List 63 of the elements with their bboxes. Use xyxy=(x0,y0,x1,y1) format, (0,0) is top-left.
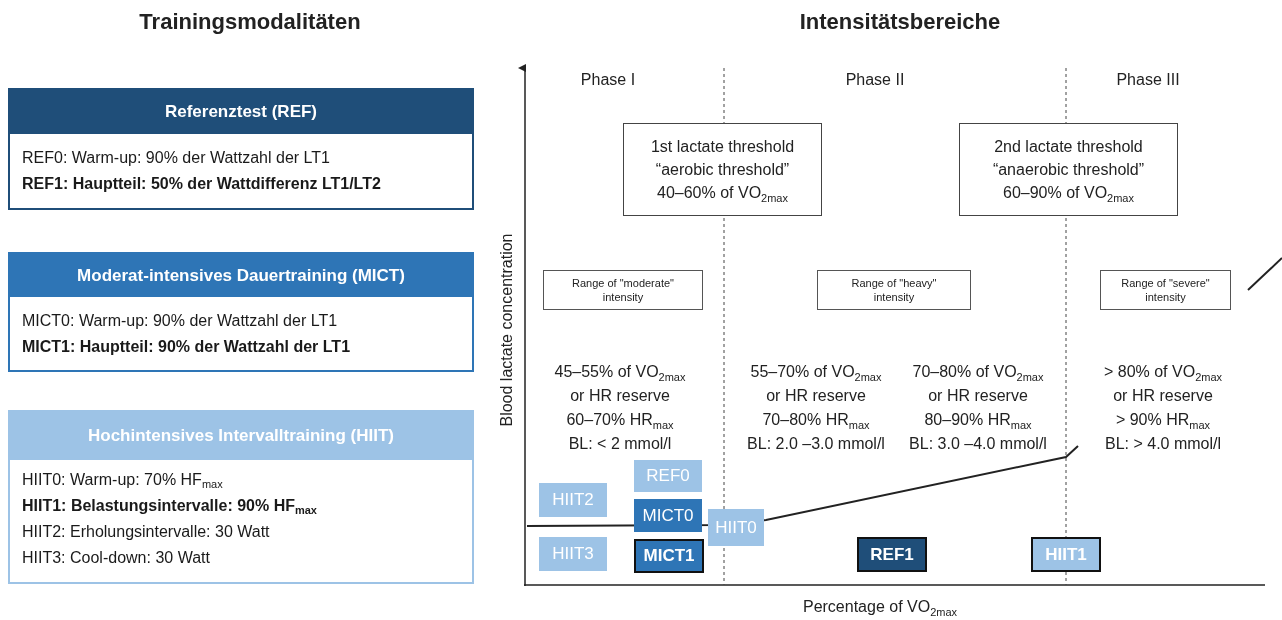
training-block xyxy=(539,483,607,517)
training-phase-text: MICT1: Hauptteil: 90% der Wattzahl der LT1 xyxy=(22,337,352,357)
training-phase-text: MICT0: Warm-up: 90% der Wattzahl der LT1 xyxy=(22,311,339,331)
range-text: Range of "severe" intensity xyxy=(1120,276,1211,304)
intensity-range-box xyxy=(817,270,971,310)
intensity-text: 55–70% of VO$_{2max}$ xyxy=(750,362,882,382)
card-heading: Moderat-intensives Dauertraining (MICT) xyxy=(77,265,405,286)
threshold-box xyxy=(959,123,1178,216)
block-label: REF1 xyxy=(870,544,914,565)
threshold-text: 1st lactate threshold “aerobic threshold” 40–60% of VO$_{2max}$ xyxy=(649,137,796,204)
training-block xyxy=(857,537,927,572)
block-label: HIIT1 xyxy=(1045,544,1087,565)
training-phase-text: HIIT3: Cool-down: 30 Watt xyxy=(22,548,211,568)
phase-label: Phase III xyxy=(1116,70,1180,90)
intensity-text: 80–90% HR$_{max}$ xyxy=(924,410,1032,430)
training-block xyxy=(634,460,702,492)
intensity-text: 60–70% HR$_{max}$ xyxy=(566,410,674,430)
axis-label: Percentage of VO$_{2max}$ xyxy=(802,597,958,617)
range-text: Range of "heavy" intensity xyxy=(850,276,938,304)
block-label: HIIT0 xyxy=(715,517,757,538)
intensity-text: BL: > 4.0 mmol/l xyxy=(1105,434,1221,454)
intensity-text: > 90% HR$_{max}$ xyxy=(1115,410,1211,430)
section-heading: Intensitätsbereiche xyxy=(799,12,1001,32)
section-heading: Trainingsmodalitäten xyxy=(139,12,361,32)
training-phase-text: REF1: Hauptteil: 50% der Wattdifferenz LT1/LT2 xyxy=(22,174,382,194)
training-card xyxy=(8,252,474,372)
block-label: REF0 xyxy=(646,466,690,486)
training-phase-text: HIIT0: Warm-up: 70% HF$_{max}$ xyxy=(22,470,224,490)
block-label: MICT1 xyxy=(643,546,695,566)
range-text: Range of "moderate" intensity xyxy=(571,276,675,304)
intensity-range-box xyxy=(543,270,703,310)
phase-label: Phase II xyxy=(845,70,905,90)
training-card xyxy=(8,410,474,584)
training-card xyxy=(8,88,474,210)
intensity-text: or HR reserve xyxy=(928,386,1028,406)
intensity-text: or HR reserve xyxy=(1113,386,1213,406)
intensity-text: BL: 3.0 –4.0 mmol/l xyxy=(909,434,1047,454)
training-block xyxy=(634,499,702,532)
intensity-text: 70–80% HR$_{max}$ xyxy=(762,410,870,430)
intensity-text: BL: < 2 mmol/l xyxy=(568,434,672,454)
axis-label: Blood lactate concentration xyxy=(497,233,516,427)
training-block xyxy=(634,539,704,573)
intensity-text: 45–55% of VO$_{2max}$ xyxy=(554,362,686,382)
block-label: HIIT3 xyxy=(552,544,594,564)
card-heading: Referenztest (REF) xyxy=(164,102,318,122)
training-block xyxy=(1031,537,1101,572)
block-label: HIIT2 xyxy=(552,490,594,510)
training-phase-text: REF0: Warm-up: 90% der Wattzahl der LT1 xyxy=(22,148,331,168)
card-heading: Hochintensives Intervalltraining (HIIT) xyxy=(87,426,395,446)
intensity-text: or HR reserve xyxy=(766,386,866,406)
intensity-text: BL: 2.0 –3.0 mmol/l xyxy=(747,434,885,454)
intensity-text: or HR reserve xyxy=(570,386,670,406)
training-block xyxy=(539,537,607,571)
training-phase-text: HIIT2: Erholungsintervalle: 30 Watt xyxy=(22,522,271,542)
training-block xyxy=(708,509,764,546)
phase-label: Phase I xyxy=(580,70,636,90)
training-phase-text: HIIT1: Belastungsintervalle: 90% HF$_{max}$ xyxy=(22,496,318,516)
intensity-text: 70–80% of VO$_{2max}$ xyxy=(912,362,1044,382)
threshold-box xyxy=(623,123,822,216)
intensity-text: > 80% of VO$_{2max}$ xyxy=(1103,362,1223,382)
threshold-text: 2nd lactate threshold “anaerobic threshold” 60–90% of VO$_{2max}$ xyxy=(991,137,1146,204)
block-label: MICT0 xyxy=(642,505,694,526)
intensity-range-box xyxy=(1100,270,1231,310)
